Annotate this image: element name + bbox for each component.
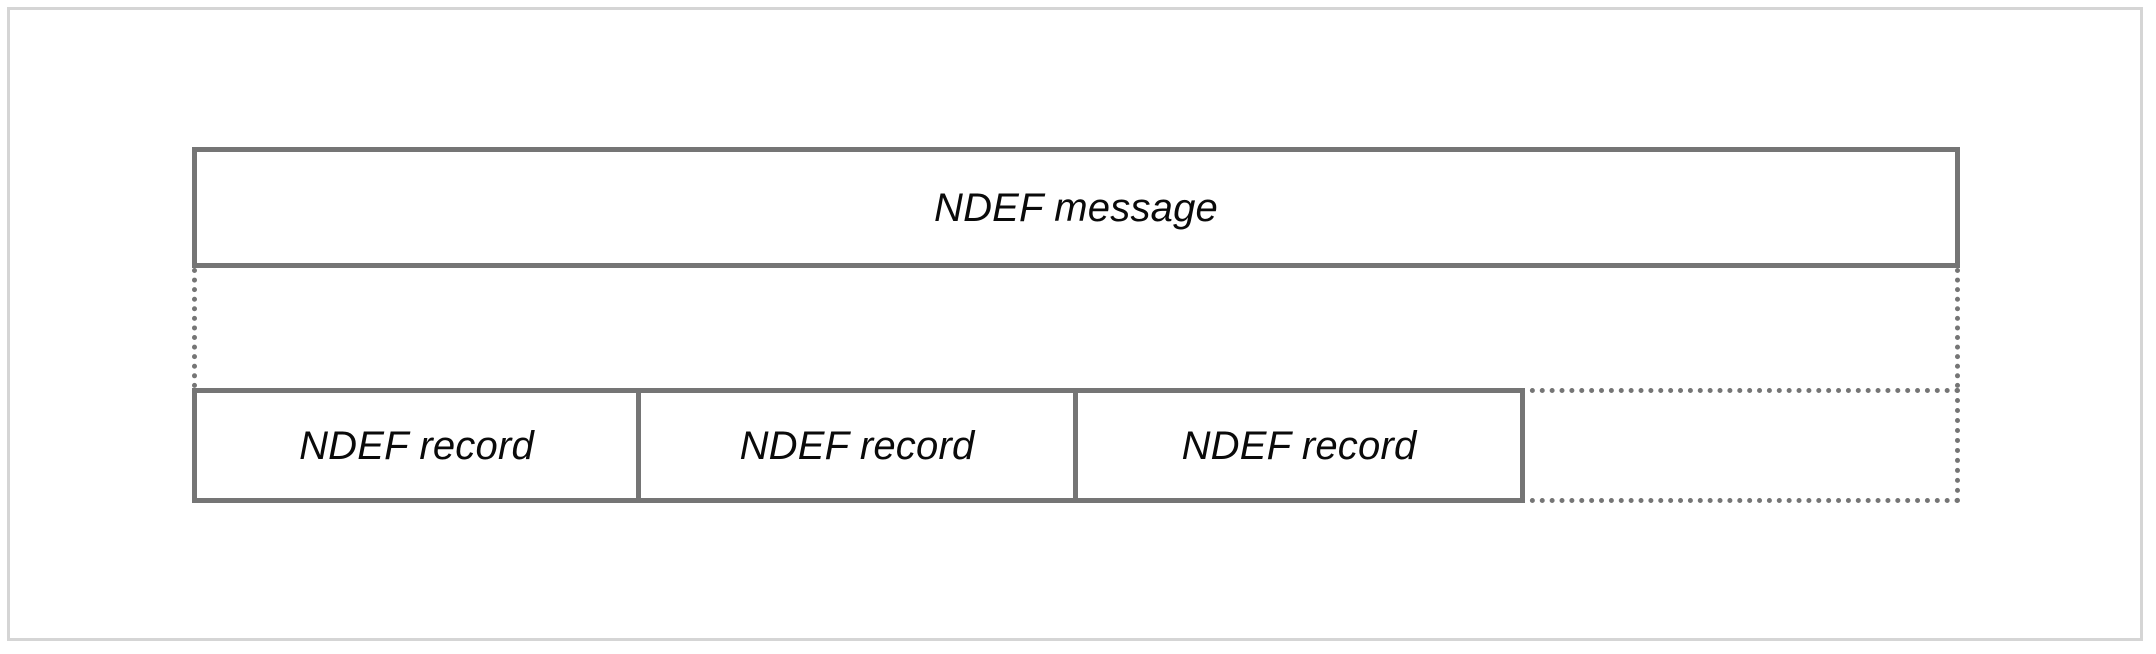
ndef-message-label: NDEF message bbox=[934, 185, 1218, 230]
ndef-record-continuation-placeholder bbox=[1520, 388, 1960, 503]
expansion-connector-left-icon bbox=[192, 268, 197, 388]
ndef-record-label-3: NDEF record bbox=[1181, 423, 1417, 468]
ndef-record-row: NDEF record NDEF record NDEF record bbox=[192, 388, 1960, 503]
ndef-record-box-2: NDEF record bbox=[636, 388, 1078, 503]
ndef-record-label-2: NDEF record bbox=[739, 423, 975, 468]
ndef-record-box-1: NDEF record bbox=[192, 388, 641, 503]
expansion-connector-right-icon bbox=[1955, 268, 1960, 388]
ndef-message-box: NDEF message bbox=[192, 147, 1960, 268]
ndef-record-box-3: NDEF record bbox=[1073, 388, 1525, 503]
page-border bbox=[7, 7, 2143, 641]
ndef-record-label-1: NDEF record bbox=[299, 423, 534, 468]
